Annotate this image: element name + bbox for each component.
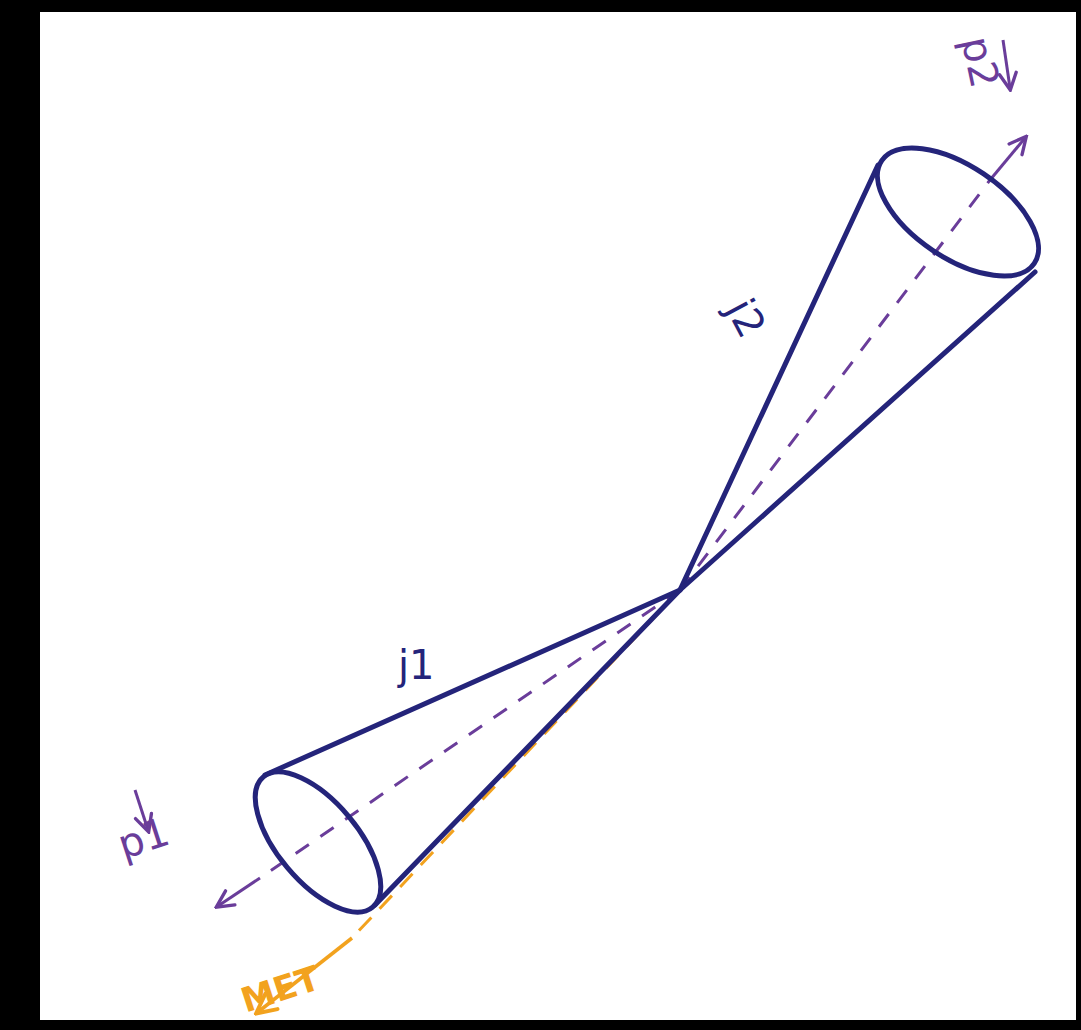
canvas-ground bbox=[40, 12, 1076, 1020]
momentum-label: p2 bbox=[956, 33, 1006, 91]
met-dash bbox=[352, 590, 680, 938]
momentum-dash bbox=[260, 590, 680, 878]
jet-cone bbox=[233, 590, 680, 933]
momentum-arrow bbox=[218, 878, 260, 906]
momentum-arrow bbox=[990, 138, 1025, 180]
jet-cone bbox=[680, 122, 1060, 590]
jet-label: j1 bbox=[398, 645, 435, 685]
momentum-dash bbox=[680, 180, 990, 590]
